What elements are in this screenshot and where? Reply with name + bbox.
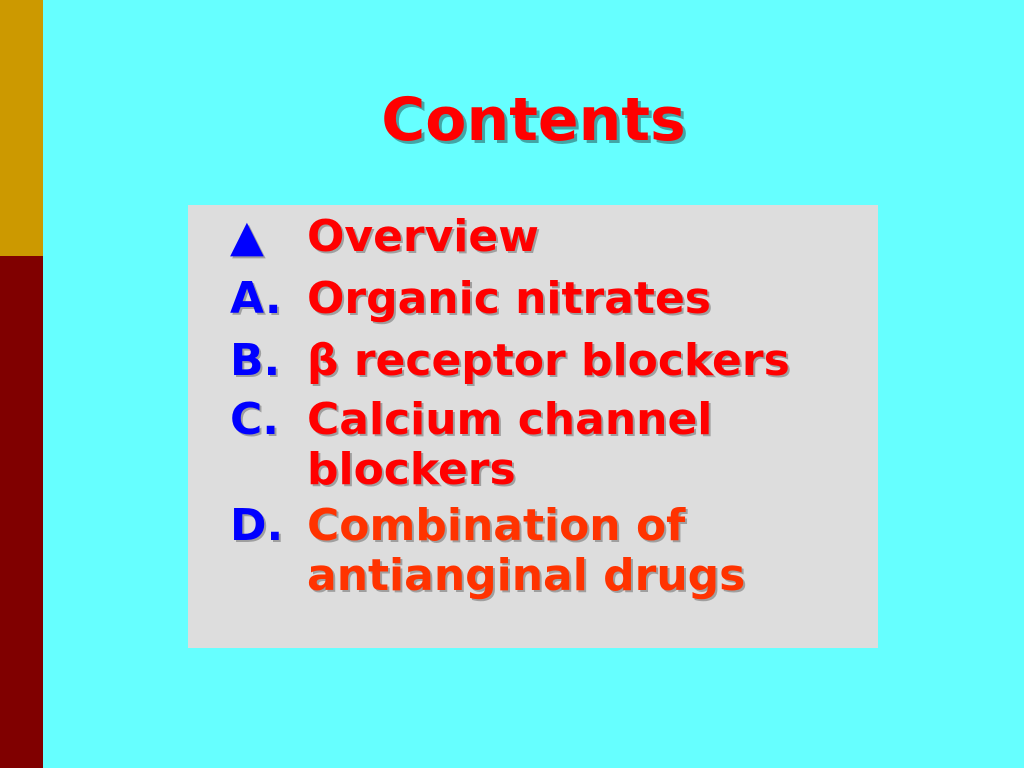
- list-item-marker: A.: [230, 273, 282, 324]
- list-item-marker: B.: [230, 335, 281, 386]
- left-accent-bar-bottom: [0, 256, 43, 768]
- list-item-marker: D.: [230, 500, 284, 551]
- list-item-organic-nitrates: A. Organic nitrates: [230, 271, 870, 327]
- list-item-calcium-channel-blockers: C. Calcium channel blockers: [230, 395, 870, 495]
- contents-box: ▲ Overview A. Organic nitrates B. β rece…: [188, 205, 878, 648]
- list-item-overview: ▲ Overview: [230, 209, 870, 265]
- list-item-combination-drugs: D. Combination of antianginal drugs: [230, 501, 870, 601]
- contents-list: ▲ Overview A. Organic nitrates B. β rece…: [230, 209, 870, 607]
- left-accent-bar-top: [0, 0, 43, 256]
- list-item-text: Organic nitrates: [307, 273, 711, 324]
- list-item-marker: C.: [230, 394, 280, 445]
- list-item-beta-blockers: B. β receptor blockers: [230, 333, 870, 389]
- triangle-bullet-icon: ▲: [230, 211, 264, 262]
- slide-title: Contents: [381, 85, 686, 155]
- list-item-text: Combination of antianginal drugs: [307, 500, 746, 601]
- list-item-text: Overview: [307, 211, 539, 262]
- list-item-text: β receptor blockers: [307, 335, 790, 386]
- list-item-text: Calcium channel blockers: [307, 394, 713, 495]
